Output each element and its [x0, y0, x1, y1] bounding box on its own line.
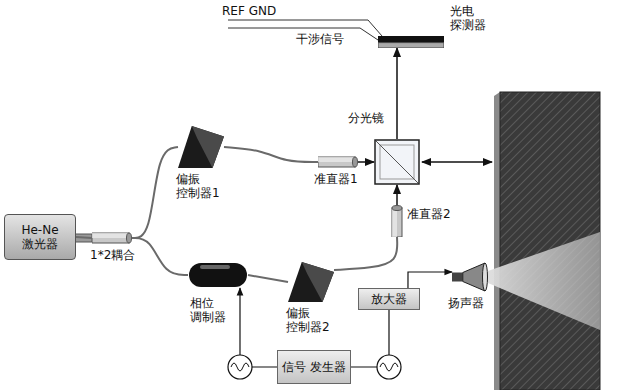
laser-box: He-Ne 激光器	[4, 214, 76, 260]
speaker-shape	[452, 262, 488, 292]
amplifier-box: 放大器	[358, 288, 420, 310]
collimator-shape	[318, 156, 358, 168]
sound-cone	[488, 232, 600, 330]
text-holder: He-Ne 激光器	[5, 215, 75, 259]
wall-face	[494, 92, 500, 390]
signal-line	[351, 310, 389, 367]
part-label: 相位 调制器	[190, 296, 234, 324]
optical-fiber	[248, 275, 288, 282]
part-label: 偏振 控制器1	[176, 172, 232, 200]
fiber-coupler: 1*2耦合	[92, 232, 132, 244]
phase-modulator: 相位 调制器	[188, 262, 248, 288]
text-holder: 放大器	[359, 289, 419, 309]
polarization-controller: 偏振 控制器2	[288, 262, 334, 302]
box-label: 信号 发生器	[282, 360, 346, 374]
box-label: He-Ne 激光器	[5, 223, 75, 251]
text-holder: 信号 发生器	[278, 351, 350, 383]
optical-fiber	[132, 147, 178, 238]
polarization-controller-shape	[178, 126, 224, 168]
fiber-coupler-shape	[92, 232, 132, 244]
optical-fiber	[334, 237, 397, 270]
beam-splitter-shape	[374, 139, 420, 185]
part-label: 扬声器	[448, 296, 498, 310]
photodetector-shape	[378, 36, 444, 48]
light-beam	[396, 48, 398, 139]
beam-splitter: 分光镜	[374, 139, 420, 185]
part-label: 准直器2	[407, 207, 459, 221]
pin-label: REF GND	[222, 4, 276, 18]
wave-source	[377, 355, 401, 379]
speaker: 扬声器	[452, 262, 488, 292]
collimator: 准直器2	[391, 205, 403, 237]
part-label: 1*2耦合	[90, 248, 150, 262]
collimator: 准直器1	[318, 156, 358, 168]
part-label: 准直器1	[314, 172, 366, 186]
collimator-shape	[391, 205, 403, 237]
wave-source	[228, 355, 252, 379]
signal-line	[408, 272, 452, 288]
optical-fiber	[132, 238, 188, 275]
part-label: 光电 探测器	[450, 4, 494, 32]
box-label: 放大器	[371, 292, 407, 306]
signal-generator-box: 信号 发生器	[277, 350, 351, 384]
phase-modulator-shape	[188, 262, 248, 288]
photodetector: 光电 探测器	[378, 36, 444, 48]
signal-label: 干涉信号	[296, 32, 344, 46]
part-label: 分光镜	[348, 111, 398, 125]
signal-line	[240, 288, 277, 367]
polarization-controller-shape	[288, 262, 334, 302]
optical-fiber	[76, 237, 92, 238]
polarization-controller: 偏振 控制器1	[178, 126, 224, 168]
part-label: 偏振 控制器2	[286, 306, 342, 334]
light-beam	[396, 185, 398, 205]
light-beam	[358, 161, 374, 163]
light-beam	[422, 161, 492, 163]
optical-fiber	[224, 147, 318, 162]
